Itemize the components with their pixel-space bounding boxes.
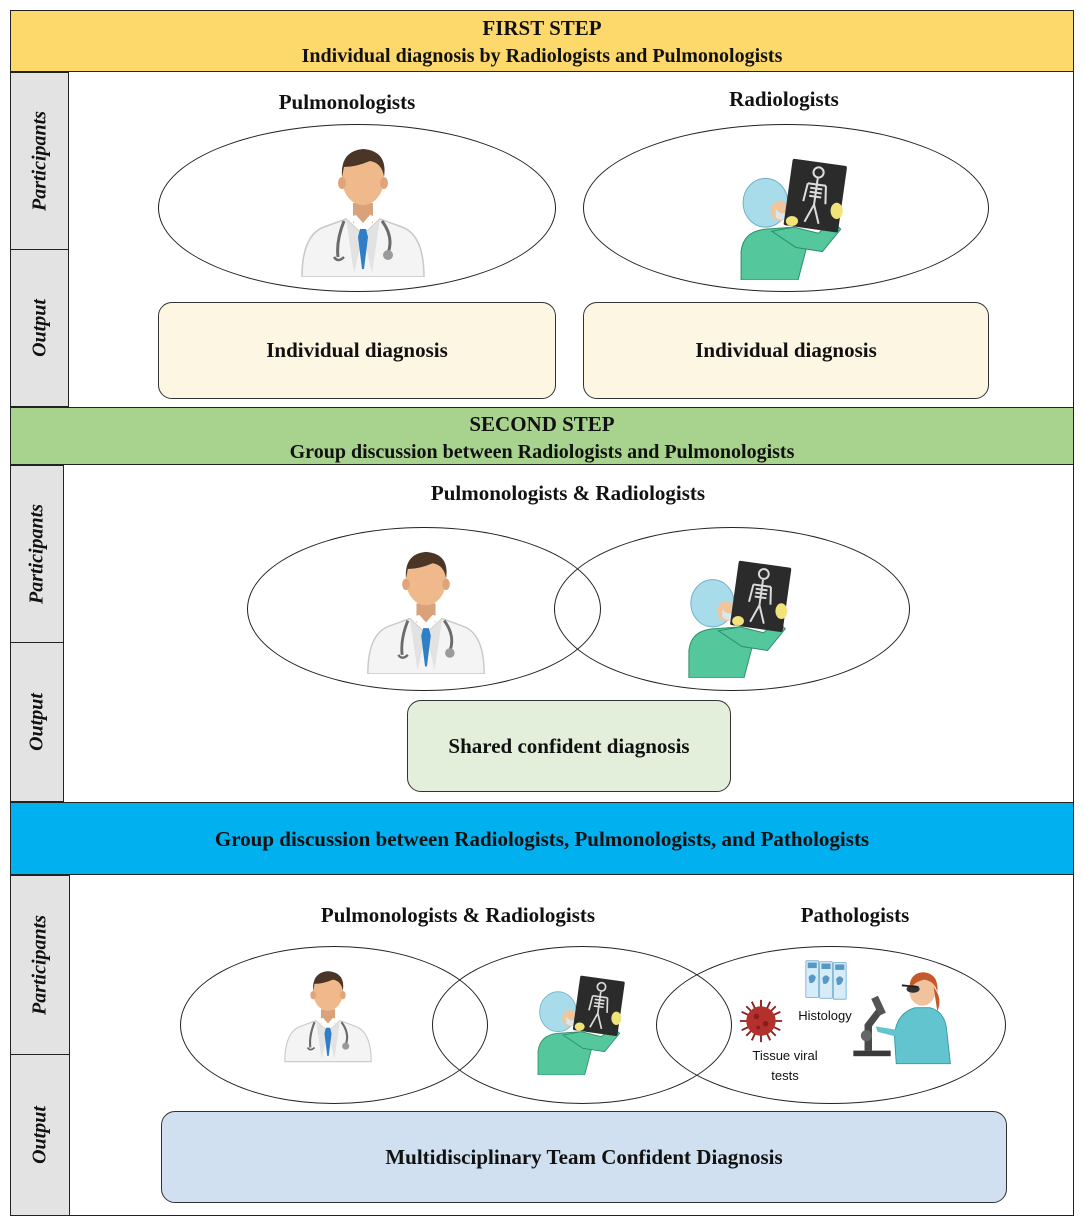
step1-participants-label: Participants bbox=[28, 110, 50, 212]
step1-subheading: Individual diagnosis by Radiologists and… bbox=[301, 45, 783, 67]
step2-participants-side: Participants bbox=[10, 465, 64, 643]
step2-participants-label: Participants bbox=[25, 503, 48, 605]
step1-band: FIRST STEP Individual diagnosis by Radio… bbox=[10, 10, 1074, 72]
step3-pathologist-ellipse bbox=[656, 946, 1006, 1104]
step2-title: Pulmonologists & Radiologists bbox=[430, 481, 706, 505]
step3-band: Group discussion between Radiologists, P… bbox=[10, 802, 1074, 875]
tissue-viral-tests-label: Tissue viral tests bbox=[735, 1046, 835, 1086]
step1-left-output: Individual diagnosis bbox=[158, 302, 556, 399]
virus-icon bbox=[738, 998, 784, 1044]
step3-participants-label: Participants bbox=[28, 914, 51, 1016]
doctor-icon bbox=[364, 548, 488, 674]
step2-output-side: Output bbox=[10, 642, 64, 802]
doctor-icon bbox=[282, 967, 374, 1063]
step2-radiologist-ellipse bbox=[554, 527, 910, 691]
step2-subheading: Group discussion between Radiologists an… bbox=[289, 441, 795, 463]
step1-pulmonologist-ellipse bbox=[158, 124, 556, 292]
step3-output: Multidisciplinary Team Confident Diagnos… bbox=[161, 1111, 1007, 1203]
step1-output-label: Output bbox=[28, 299, 50, 357]
step1-participants-side: Participants bbox=[10, 72, 69, 250]
step1-left-title: Pulmonologists bbox=[278, 90, 416, 114]
step1-radiologist-ellipse bbox=[583, 124, 989, 292]
step3-right-title: Pathologists bbox=[800, 903, 910, 927]
step2-output-label: Output bbox=[25, 693, 48, 751]
tissue-label-line1: Tissue viral bbox=[752, 1048, 818, 1063]
step3-output-label: Output bbox=[28, 1106, 51, 1164]
tissue-label-line2: tests bbox=[771, 1068, 799, 1083]
step3-left-title: Pulmonologists & Radiologists bbox=[320, 903, 596, 927]
step2-heading: SECOND STEP bbox=[469, 412, 615, 436]
step1-right-title: Radiologists bbox=[729, 87, 839, 111]
histology-slides-icon bbox=[804, 958, 848, 1002]
step1-right-output: Individual diagnosis bbox=[583, 302, 989, 399]
step3-participants-side: Participants bbox=[10, 875, 70, 1055]
radiologist-icon bbox=[680, 560, 804, 678]
step3-output-side: Output bbox=[10, 1054, 70, 1216]
step1-heading: FIRST STEP bbox=[482, 16, 602, 40]
step2-band: SECOND STEP Group discussion between Rad… bbox=[10, 407, 1074, 465]
radiologist-icon bbox=[732, 158, 860, 280]
radiologist-icon bbox=[528, 975, 638, 1075]
step1-output-side: Output bbox=[10, 249, 69, 407]
step2-output: Shared confident diagnosis bbox=[407, 700, 731, 792]
doctor-icon bbox=[298, 145, 428, 277]
step3-heading: Group discussion between Radiologists, P… bbox=[214, 826, 870, 851]
histology-label: Histology bbox=[798, 1008, 852, 1023]
